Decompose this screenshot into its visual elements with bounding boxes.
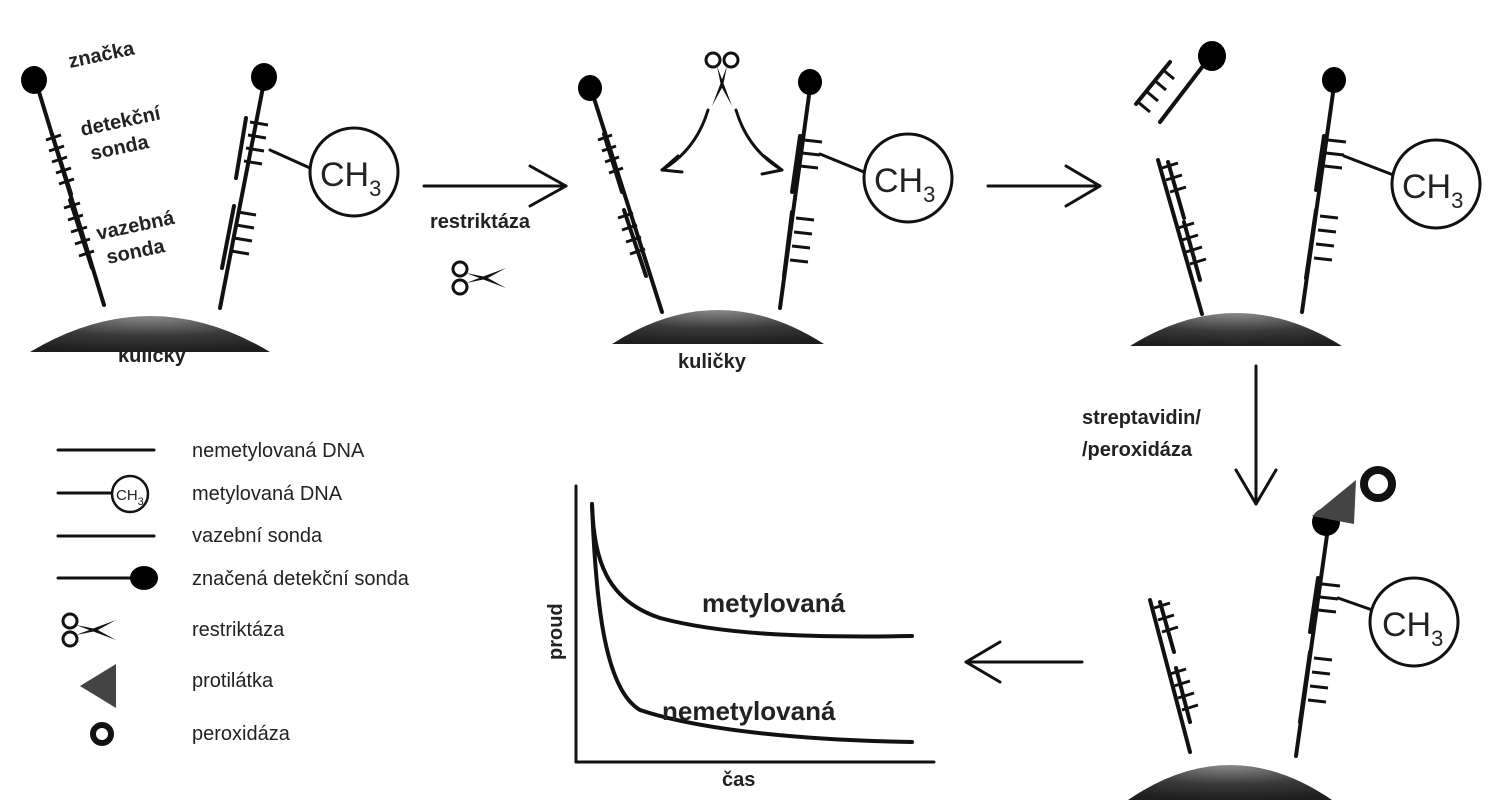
arrow-left — [964, 640, 1084, 684]
methylated-probe: CH3 — [218, 63, 400, 310]
legend-item-antibody: protilátka — [80, 664, 274, 708]
bead — [612, 310, 824, 344]
scissors-icon — [61, 612, 118, 648]
ch3-label: CH3 — [874, 162, 935, 207]
methyl-group-circle — [308, 126, 400, 218]
legend-item-tagged-probe: značená detekční sonda — [56, 566, 410, 590]
legend-item-methylated-dna: CH3 metylovaná DNA — [56, 474, 343, 514]
detection-probe-label-1: detekční — [78, 102, 163, 141]
released-fragment — [1134, 41, 1226, 124]
tag-dot — [798, 69, 822, 95]
triangle-icon — [80, 664, 116, 708]
tag-label: značka — [66, 37, 137, 73]
curve-methylated — [590, 502, 914, 639]
methylated-probe: CH3 — [1294, 466, 1460, 758]
legend-label: protilátka — [192, 670, 274, 692]
methyl-icon — [110, 474, 150, 514]
legend-item-restriction-enzyme: restriktáza — [61, 612, 285, 648]
ch3-label: CH3 — [1402, 168, 1463, 213]
bead — [1128, 765, 1332, 800]
streptavidin-label-2: /peroxidáza — [1082, 439, 1193, 461]
legend-label: peroxidáza — [192, 723, 291, 745]
arrow-right-1: restriktáza — [422, 164, 568, 296]
peroxidase-ring — [1360, 466, 1396, 502]
bead — [1130, 313, 1342, 346]
cut-arrow-right — [734, 108, 784, 172]
beads-label: kuličky — [678, 351, 747, 373]
y-axis-label: proud — [545, 603, 567, 660]
methyl-group-circle — [862, 132, 954, 224]
scissors-icon — [704, 51, 740, 108]
stage-1: CH3 značka detekční sonda vazebná sonda … — [21, 37, 400, 367]
stage-2: CH3 kuličky — [578, 51, 954, 373]
antibody-triangle — [1312, 480, 1356, 524]
cut-arrow-left — [660, 108, 710, 172]
legend-item-binding-probe: vazební sonda — [56, 525, 323, 547]
arrow-down: streptavidin/ /peroxidáza — [1082, 364, 1278, 506]
tag-dot — [21, 66, 47, 94]
methyl-icon-text: CH3 — [116, 487, 144, 508]
current-time-chart: metylovaná nemetylovaná čas proud — [545, 484, 936, 791]
legend: nemetylovaná DNA CH3 metylovaná DNA vaze… — [56, 440, 410, 746]
legend-item-peroxidase: peroxidáza — [90, 722, 291, 746]
curve-unmethylated — [590, 502, 914, 744]
binding-probe-label-1: vazebná — [94, 207, 177, 245]
legend-label: restriktáza — [192, 619, 285, 641]
legend-item-unmethylated-dna: nemetylovaná DNA — [56, 440, 365, 462]
ch3-label: CH3 — [320, 156, 381, 201]
tag-dot — [1322, 67, 1346, 93]
tag-dot — [578, 75, 602, 101]
unmethylated-probe — [1148, 598, 1199, 754]
streptavidin-label-1: streptavidin/ — [1082, 407, 1201, 429]
methyl-group-circle — [1390, 138, 1482, 230]
ring-icon — [90, 722, 114, 746]
arrow-right-2 — [986, 164, 1102, 208]
unmethylated-probe — [1156, 158, 1207, 316]
tagged-probe-icon — [130, 566, 158, 590]
unmethylated-probe — [21, 66, 106, 307]
stage-4: CH3 — [1128, 466, 1460, 800]
methyl-group-circle — [1368, 576, 1460, 668]
scissors-icon — [451, 260, 508, 296]
series-label-methylated: metylovaná — [702, 588, 846, 618]
tag-dot — [251, 63, 277, 91]
stage-3: CH3 — [1130, 41, 1482, 346]
x-axis-label: čas — [722, 769, 755, 791]
methylated-probe: CH3 — [1300, 67, 1482, 314]
legend-label: vazební sonda — [192, 525, 323, 547]
bead — [30, 316, 270, 352]
legend-label: nemetylovaná DNA — [192, 440, 365, 462]
methylated-probe: CH3 — [778, 69, 954, 310]
legend-label: značená detekční sonda — [192, 568, 410, 590]
unmethylated-probe — [578, 75, 664, 314]
tag-dot — [1198, 41, 1226, 71]
ch3-label: CH3 — [1382, 606, 1443, 651]
restriction-enzyme-label: restriktáza — [430, 211, 531, 233]
beads-label: kuličky — [118, 345, 187, 367]
legend-label: metylovaná DNA — [192, 483, 343, 505]
series-label-unmethylated: nemetylovaná — [662, 696, 836, 726]
